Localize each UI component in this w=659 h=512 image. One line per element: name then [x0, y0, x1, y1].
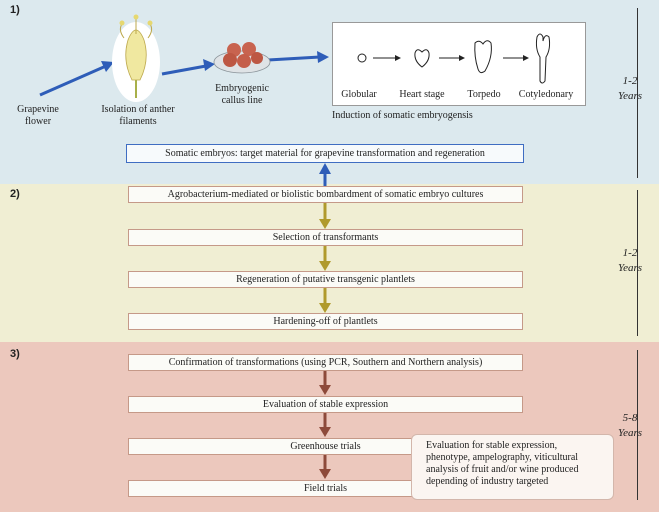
gold-arrow-2: [319, 246, 331, 271]
blue-arrow-flower-to-anther: [39, 61, 114, 97]
step-stable-expression: Evaluation of stable expression: [128, 396, 523, 413]
step-hardening-off: Hardening-off of plantlets: [128, 313, 523, 330]
gold-arrow-1: [319, 203, 331, 229]
step-agrobacterium-bombardment: Agrobacterium-mediated or biolistic bomb…: [128, 186, 523, 203]
torpedo-label: Torpedo: [467, 89, 501, 100]
note-line-3: analysis of fruit and/or wine produced: [426, 464, 579, 475]
step-regeneration-plantlets: Regeneration of putative transgenic plan…: [128, 271, 523, 288]
induction-caption: Induction of somatic embryogensis: [332, 110, 473, 121]
callus-petri-dish-illustration: [213, 42, 271, 74]
heart-stage-embryo-shape: [414, 49, 430, 68]
evaluation-note: Evaluation for stable expression, phenot…: [411, 434, 614, 500]
globular-label: Globular: [341, 89, 377, 100]
timeline-line-3: [637, 350, 638, 500]
brown-arrow-2: [319, 413, 331, 437]
cotyledonary-embryo-shape: [535, 33, 551, 84]
stage1-illustrations: [39, 14, 329, 102]
blue-up-arrow: [319, 163, 331, 186]
note-line-2: phenotype, ampelography, viticultural: [426, 452, 579, 463]
embryo-stages-drawing: [357, 33, 551, 84]
step-somatic-embryos: Somatic embryos: target material for gra…: [126, 144, 524, 163]
anther-flower-illustration: [112, 14, 160, 102]
section-2-number: 2): [10, 188, 20, 200]
heart-stage-label: Heart stage: [399, 89, 445, 100]
step-selection-transformants: Selection of transformants: [128, 229, 523, 246]
globular-embryo-shape: [357, 53, 367, 63]
note-line-1: Evaluation for stable expression,: [426, 440, 558, 451]
note-line-4: depending of industry targeted: [426, 476, 549, 487]
torpedo-embryo-shape: [474, 40, 492, 74]
brown-arrow-1: [319, 371, 331, 395]
step-confirmation: Confirmation of transformations (using P…: [128, 354, 523, 371]
blue-arrow-anther-to-callus: [161, 59, 215, 76]
section-1-number: 1): [10, 4, 20, 16]
brown-arrow-3: [319, 455, 331, 479]
blue-arrow-callus-to-embryo-panel: [267, 51, 329, 63]
timeline-line-1: [637, 8, 638, 178]
embryo-stages-panel: Globular Heart stage Torpedo Cotyledonar…: [332, 22, 586, 106]
timeline-line-2: [637, 190, 638, 336]
cotyledonary-label: Cotyledonary: [518, 89, 574, 100]
section-3-number: 3): [10, 348, 20, 360]
gold-arrow-3: [319, 288, 331, 313]
